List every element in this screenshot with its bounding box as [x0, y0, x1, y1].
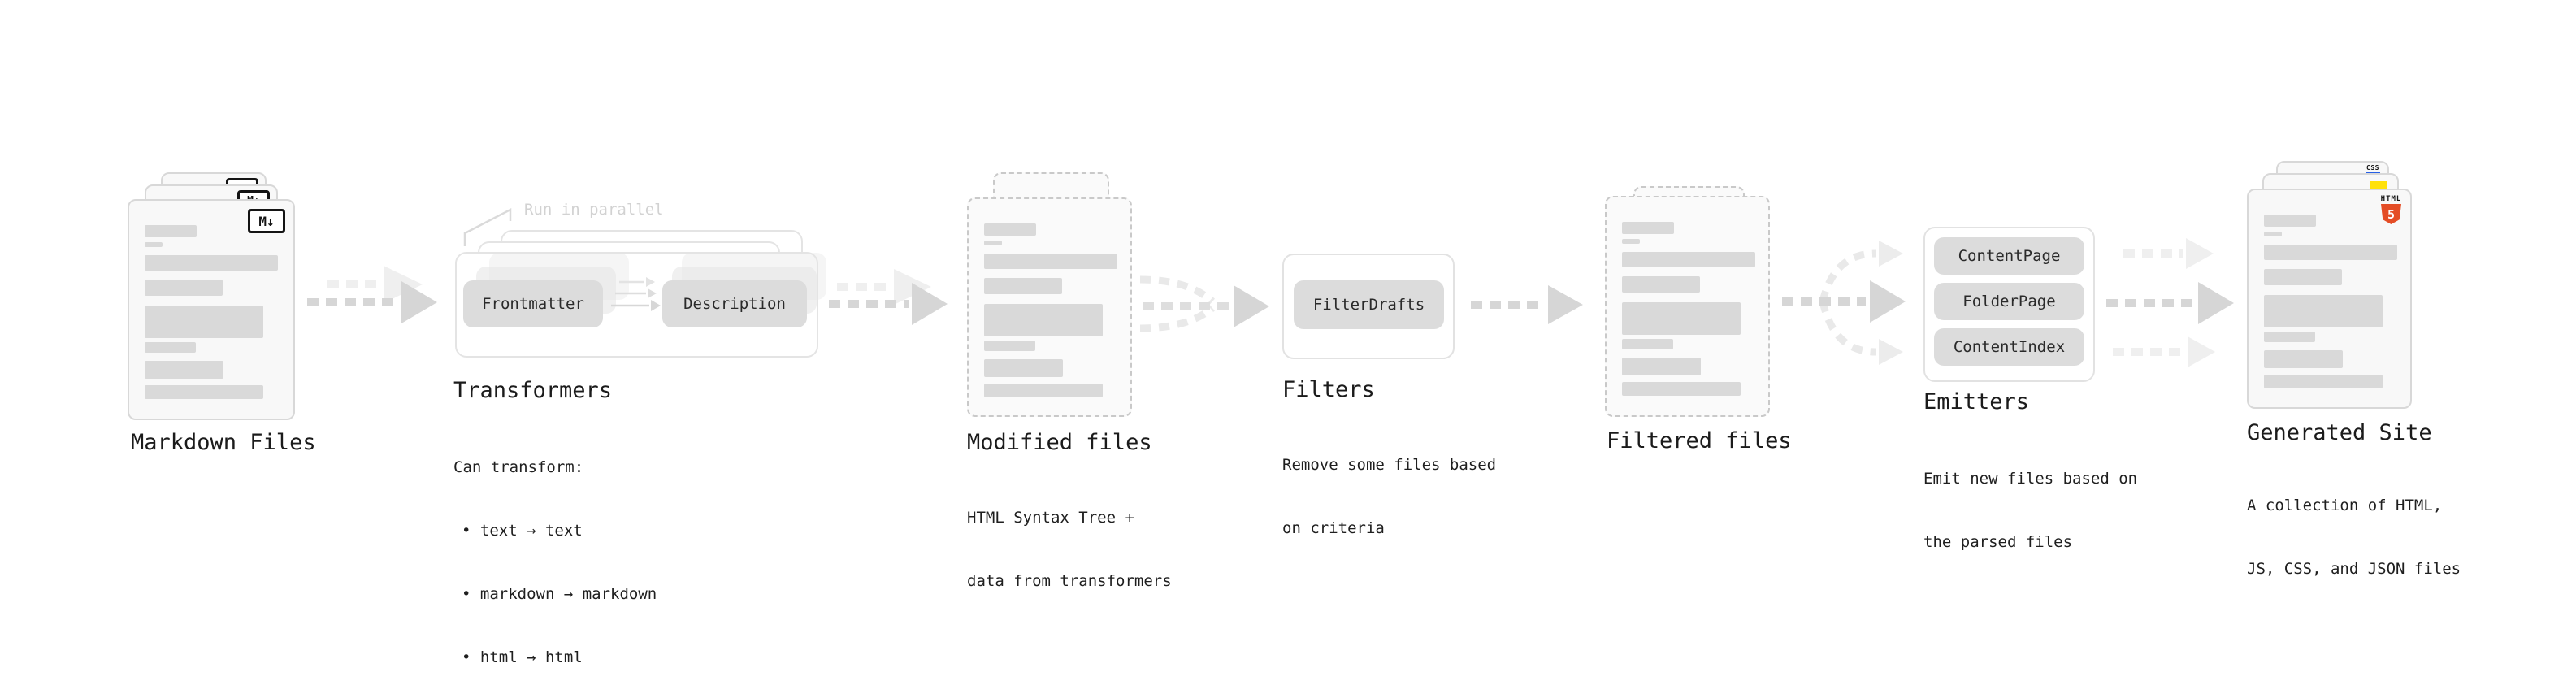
transform-bullet: • html → html [462, 648, 583, 666]
text-line-placeholder [2264, 269, 2342, 285]
arrow-modified-to-filters [1139, 275, 1269, 332]
filterdrafts-pill: FilterDrafts [1294, 280, 1444, 329]
text-line-placeholder [984, 340, 1035, 351]
stage-title-transformers: Transformers [453, 378, 613, 403]
markdown-doc-front: M↓ [128, 199, 295, 420]
modified-subtitle-line: data from transformers [967, 572, 1172, 590]
folderpage-pill: FolderPage [1934, 283, 2084, 320]
generated-doc-html: HTML 5 [2247, 189, 2412, 409]
arrow-filtered-to-emitters [1782, 241, 1906, 365]
text-line-placeholder [2264, 295, 2383, 327]
text-line-placeholder [145, 242, 163, 247]
text-line-placeholder [145, 385, 263, 399]
text-line-placeholder [984, 304, 1103, 336]
transformers-description: Can transform: • text → text • markdown … [453, 414, 657, 681]
text-line-placeholder [984, 384, 1103, 397]
text-line-placeholder [145, 306, 263, 338]
text-line-placeholder [984, 359, 1063, 377]
text-line-placeholder [1622, 252, 1755, 267]
text-line-placeholder [984, 223, 1036, 236]
description-pill: Description [662, 280, 807, 327]
css-icon-word: CSS [2366, 164, 2379, 171]
emitters-subtitle-line: Emit new files based on [1923, 470, 2138, 488]
stage-title-filters: Filters [1282, 377, 1375, 402]
text-line-placeholder [145, 225, 197, 237]
text-line-placeholder [1622, 276, 1700, 293]
stage-title-generated-site: Generated Site [2247, 420, 2432, 445]
can-transform-line: Can transform: [453, 458, 584, 476]
frontmatter-pill: Frontmatter [463, 280, 603, 327]
stage-title-emitters: Emitters [1923, 389, 2030, 414]
text-line-placeholder [1622, 222, 1674, 234]
text-line-placeholder [2264, 375, 2383, 388]
emitters-subtitle-line: the parsed files [1923, 533, 2073, 551]
filtered-doc-front [1605, 196, 1770, 417]
modified-subtitle-line: HTML Syntax Tree + [967, 509, 1134, 527]
text-line-placeholder [1622, 339, 1673, 349]
text-line-placeholder [145, 255, 278, 271]
text-line-placeholder [984, 254, 1117, 269]
filters-subtitle-line: Remove some files based [1282, 456, 1497, 474]
stage-title-filtered-files: Filtered files [1607, 428, 1792, 453]
html5-icon: HTML 5 [2380, 196, 2402, 224]
transform-bullet: • markdown → markdown [462, 585, 657, 603]
text-line-placeholder [2264, 332, 2315, 342]
transform-bullet: • text → text [462, 522, 583, 540]
stage-title-modified-files: Modified files [967, 430, 1152, 455]
modified-doc-front [967, 197, 1132, 417]
markdown-icon: M↓ [248, 209, 285, 233]
text-line-placeholder [145, 342, 196, 353]
text-line-placeholder [1622, 239, 1640, 244]
generated-subtitle-line: JS, CSS, and JSON files [2247, 560, 2461, 578]
contentindex-pill: ContentIndex [1934, 328, 2084, 366]
filters-subtitle-line: on criteria [1282, 519, 1385, 537]
text-line-placeholder [1622, 358, 1701, 375]
arrow-filters-to-filtered [1471, 285, 1583, 324]
html5-icon-shield: 5 [2381, 204, 2401, 224]
text-line-placeholder [145, 361, 223, 379]
text-line-placeholder [145, 280, 223, 296]
generated-subtitle-line: A collection of HTML, [2247, 497, 2443, 514]
text-line-placeholder [2264, 245, 2397, 260]
run-in-parallel-annotation: Run in parallel [524, 201, 664, 219]
arrow-transformers-to-modified [829, 269, 948, 325]
html5-icon-word: HTML [2380, 195, 2402, 203]
text-line-placeholder [2264, 215, 2316, 227]
html5-icon-number: 5 [2387, 206, 2396, 222]
arrow-emitters-to-generated [2106, 238, 2234, 367]
contentpage-pill: ContentPage [1934, 237, 2084, 275]
text-line-placeholder [2264, 350, 2343, 368]
text-line-placeholder [2264, 232, 2282, 236]
arrow-markdown-to-transformers [307, 266, 437, 323]
text-line-placeholder [1622, 382, 1741, 396]
text-line-placeholder [984, 278, 1062, 294]
text-line-placeholder [1622, 302, 1741, 335]
text-line-placeholder [984, 241, 1002, 245]
stage-title-markdown-files: Markdown Files [131, 430, 316, 455]
